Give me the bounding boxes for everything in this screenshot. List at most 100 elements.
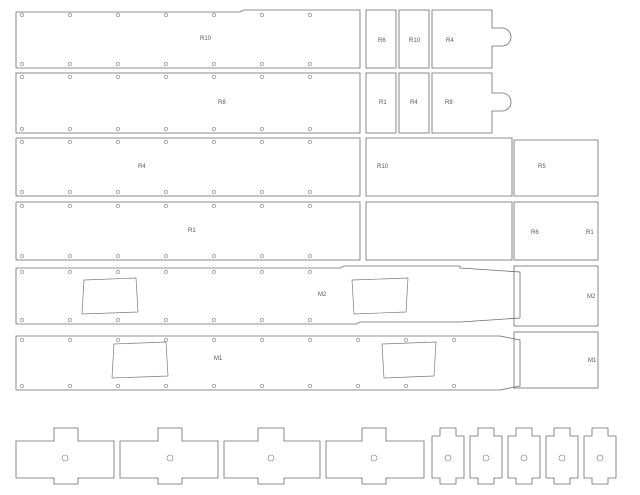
bracket-small-4 <box>545 427 579 485</box>
panel-r8-tab <box>431 72 512 134</box>
mounting-hole <box>212 140 216 144</box>
panel-r4-top-tab <box>431 9 512 69</box>
bracket-center-hole <box>61 454 69 462</box>
panel-r8-long <box>15 72 361 134</box>
mounting-hole <box>212 384 216 388</box>
panel-row-6: M1 M1 <box>15 331 599 391</box>
mounting-hole <box>308 62 312 66</box>
cutout-m2-left <box>81 277 139 315</box>
panel-m2-end <box>513 265 599 327</box>
mounting-hole <box>260 318 264 322</box>
panel-row-2: R8 R1 R4 R8 <box>15 72 512 134</box>
mounting-hole <box>452 384 456 388</box>
bracket-center-hole <box>482 454 490 462</box>
mounting-hole <box>260 270 264 274</box>
mounting-hole <box>308 127 312 131</box>
mounting-hole <box>260 127 264 131</box>
mounting-hole <box>212 190 216 194</box>
panel-m1-main <box>15 335 521 391</box>
part-label-r10-small: R10 <box>409 38 421 44</box>
part-label-r1: R1 <box>379 100 387 106</box>
mounting-hole <box>260 13 264 17</box>
mounting-hole <box>260 338 264 342</box>
mounting-hole <box>116 140 120 144</box>
bracket-large-2 <box>119 427 219 485</box>
mounting-hole <box>212 13 216 17</box>
mounting-hole <box>164 75 168 79</box>
mounting-hole <box>308 190 312 194</box>
mounting-hole <box>68 270 72 274</box>
panel-r6-end <box>513 201 599 261</box>
part-label-r10-wide: R10 <box>377 164 389 170</box>
mounting-hole <box>68 318 72 322</box>
mounting-hole <box>308 254 312 258</box>
panel-r1-long <box>15 201 361 261</box>
mounting-hole <box>68 75 72 79</box>
part-label-r4-mid: R4 <box>410 100 418 106</box>
mounting-hole <box>116 270 120 274</box>
panel-row-3: R4 R10 R5 <box>15 137 599 197</box>
panel-m1-end <box>513 331 599 389</box>
mounting-hole <box>20 140 24 144</box>
bracket-center-hole <box>166 454 174 462</box>
bracket-large-1 <box>15 427 115 485</box>
panel-r4-long <box>15 137 361 197</box>
mounting-hole <box>212 270 216 274</box>
mounting-hole <box>212 318 216 322</box>
bracket-center-hole <box>267 454 275 462</box>
mounting-hole <box>20 384 24 388</box>
part-label-r4: R4 <box>446 38 454 44</box>
panel-m2-main <box>15 265 521 325</box>
mounting-hole <box>260 204 264 208</box>
part-label-r6: R6 <box>378 38 386 44</box>
mounting-hole <box>356 384 360 388</box>
mounting-hole <box>68 140 72 144</box>
mounting-hole <box>116 127 120 131</box>
panel-r10-top <box>398 9 430 69</box>
part-label-r10: R10 <box>200 36 212 42</box>
mounting-hole <box>260 190 264 194</box>
mounting-hole <box>164 13 168 17</box>
bracket-center-hole <box>370 454 378 462</box>
cutout-m1-right <box>381 341 437 379</box>
cutout-m2-right <box>351 277 409 315</box>
mounting-holes <box>20 13 604 462</box>
mounting-hole <box>116 190 120 194</box>
mounting-hole <box>116 13 120 17</box>
part-label-m1: M1 <box>214 356 223 362</box>
panel-r10-long <box>15 9 361 69</box>
mounting-hole <box>308 204 312 208</box>
mounting-hole <box>20 13 24 17</box>
mounting-hole <box>212 254 216 258</box>
mounting-hole <box>404 384 408 388</box>
mounting-hole <box>20 254 24 258</box>
mounting-hole <box>68 190 72 194</box>
mounting-hole <box>164 384 168 388</box>
mounting-hole <box>212 75 216 79</box>
part-label-r6-end: R6 <box>531 230 539 236</box>
part-label-r1-long: R1 <box>188 228 196 234</box>
panel-row-1: R10 R6 R10 R4 <box>15 9 512 69</box>
mounting-hole <box>308 140 312 144</box>
mounting-hole <box>68 254 72 258</box>
mounting-hole <box>260 62 264 66</box>
part-label-r1-end: R1 <box>586 230 594 236</box>
mounting-hole <box>164 127 168 131</box>
panel-row-4: R1 R6 R1 <box>15 201 599 261</box>
part-label-m2: M2 <box>318 292 327 298</box>
mounting-hole <box>116 254 120 258</box>
part-label-r5: R5 <box>538 164 546 170</box>
mounting-hole <box>20 62 24 66</box>
part-label-r4-long: R4 <box>138 164 146 170</box>
bracket-small-5 <box>583 427 617 485</box>
mounting-hole <box>116 75 120 79</box>
mounting-hole <box>164 270 168 274</box>
mounting-hole <box>308 75 312 79</box>
mounting-hole <box>212 204 216 208</box>
mounting-hole <box>212 127 216 131</box>
mounting-hole <box>212 62 216 66</box>
mounting-hole <box>260 384 264 388</box>
mounting-hole <box>68 204 72 208</box>
mounting-hole <box>260 254 264 258</box>
